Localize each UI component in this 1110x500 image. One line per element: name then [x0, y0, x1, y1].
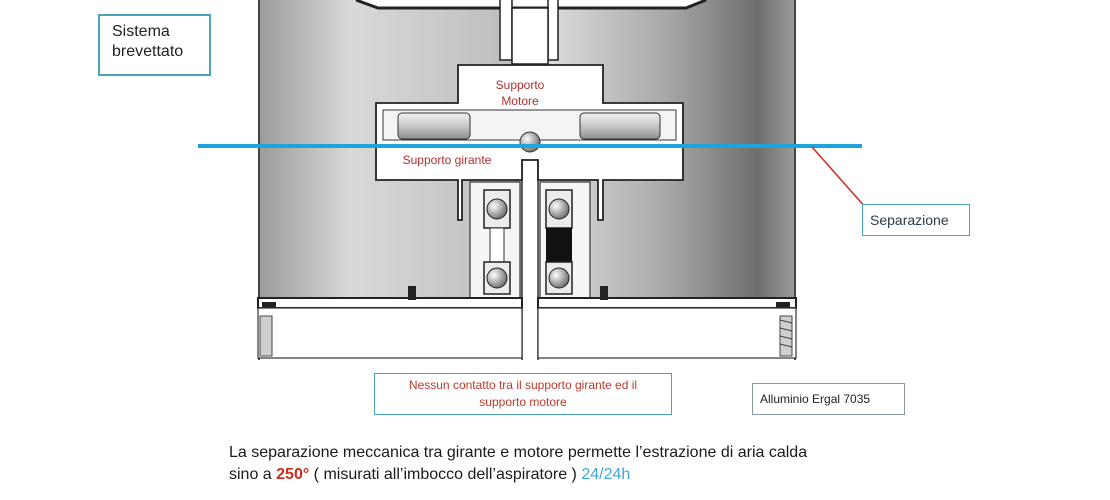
- duty-cycle: 24/24h: [581, 466, 631, 483]
- motor-support-label: Supporto Motore: [480, 77, 560, 109]
- no-contact-line-2: supporto motore: [479, 395, 567, 409]
- motor-support: [375, 64, 684, 221]
- separation-callout: Separazione: [862, 204, 970, 236]
- impeller-support-label: Supporto girante: [402, 153, 492, 167]
- badge-line-1: Sistema: [112, 23, 170, 40]
- caption-prefix: sino a: [229, 466, 277, 483]
- no-contact-line-1: Nessun contatto tra il supporto girante …: [408, 378, 638, 392]
- shaft-bearings: [469, 181, 591, 301]
- caption-line-2: sino a 250° ( misurati all’imbocco dell’…: [229, 464, 989, 486]
- top-cap: [355, 0, 707, 65]
- separation-pointer: [811, 146, 867, 209]
- caption-line-1: La separazione meccanica tra girante e m…: [229, 444, 808, 461]
- base-plates: [257, 286, 797, 359]
- caption-middle: ( misurati all’imbocco dell’aspiratore ): [309, 466, 582, 483]
- motor-support-label-2: Motore: [501, 94, 539, 108]
- motor-support-label-1: Supporto: [495, 78, 545, 92]
- temperature-value: 250°: [276, 466, 310, 483]
- caption-text: La separazione meccanica tra girante e m…: [229, 442, 989, 486]
- alloy-callout: Alluminio Ergal 7035: [752, 383, 905, 415]
- no-contact-callout: Nessun contatto tra il supporto girante …: [374, 373, 672, 415]
- patented-badge: Sistema brevettato: [98, 14, 211, 76]
- badge-line-2: brevettato: [112, 43, 184, 60]
